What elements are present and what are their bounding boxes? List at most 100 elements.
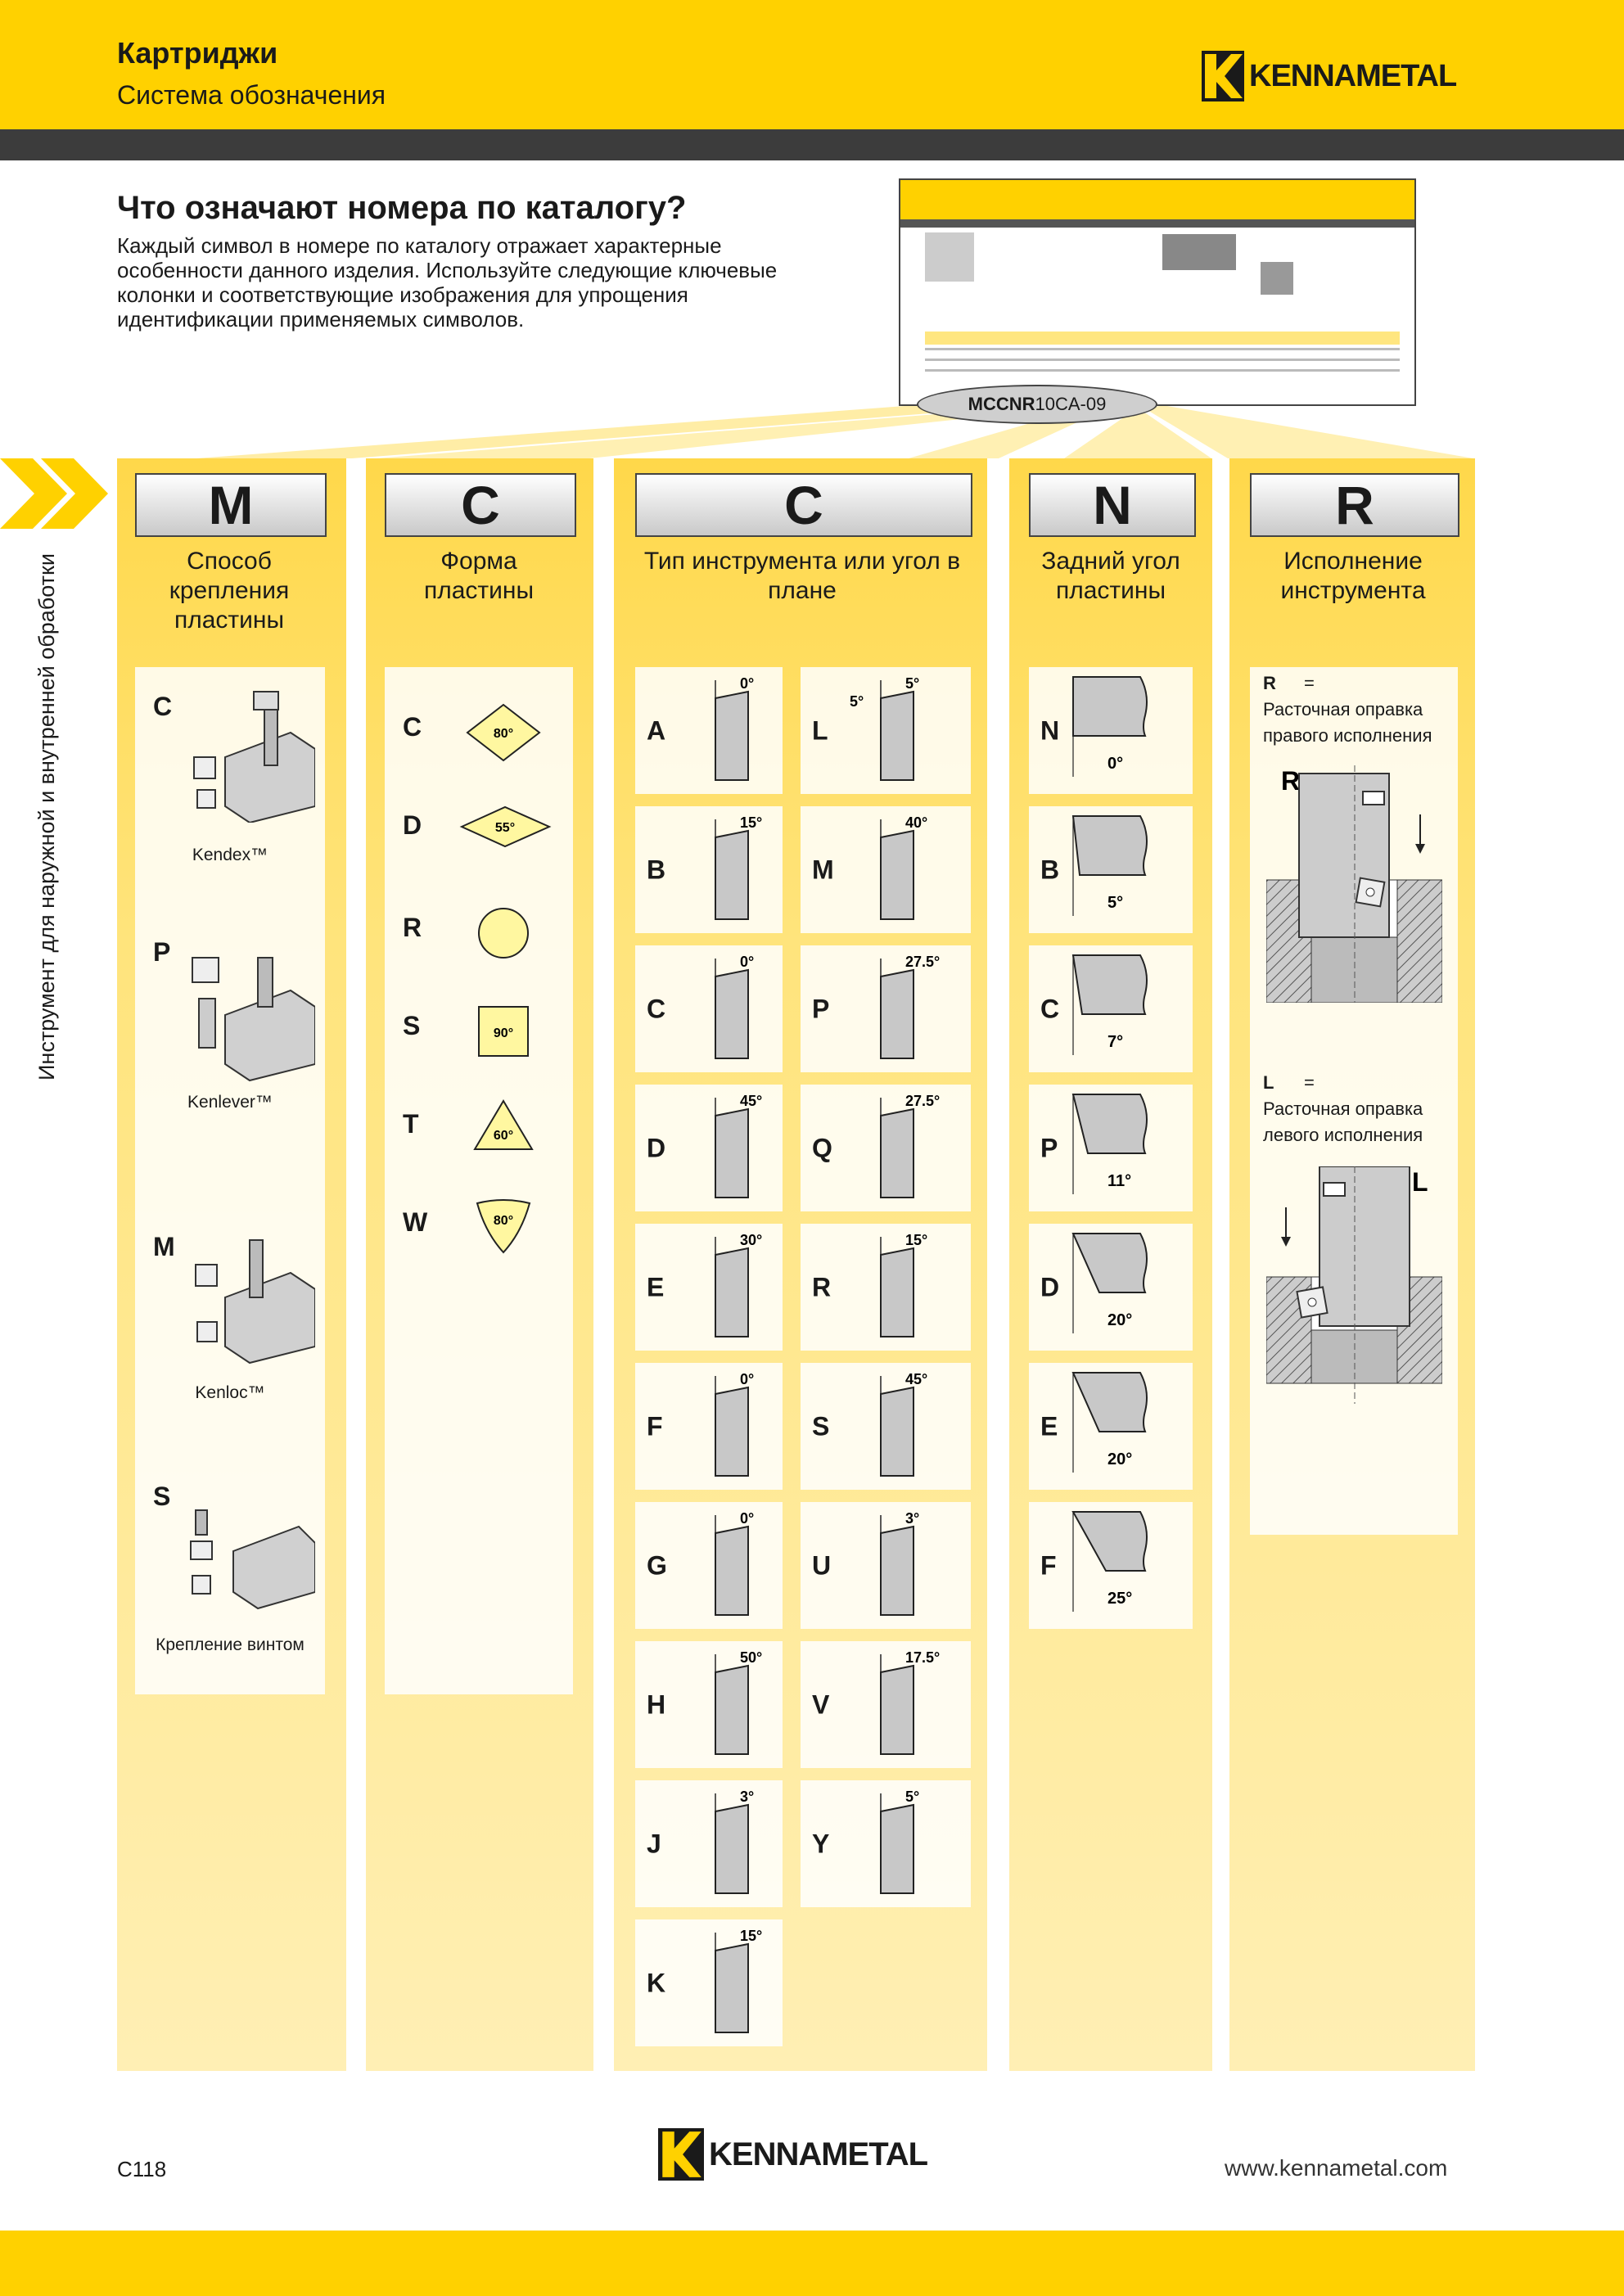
item-code: C (1040, 994, 1060, 1023)
column-letter: C (385, 473, 576, 537)
item-code: W (403, 1207, 428, 1237)
item-code: D (647, 1133, 666, 1162)
svg-text:17.5°: 17.5° (905, 1649, 940, 1666)
clearance-profile-icon: 20° (1071, 1372, 1148, 1473)
clamping-card: C Kendex™ P Kenlever™ M Kenloc™ S Крепле… (135, 667, 325, 1694)
hand-desc: правого исполнения (1263, 725, 1432, 746)
tool-profile-icon: 3° (880, 1510, 919, 1616)
catalog-number-oval: MCCNR10CA-09 (917, 385, 1157, 424)
page-title: Картриджи (117, 36, 278, 70)
header-logo: KENNAMETAL (1202, 51, 1457, 101)
item-code: K (647, 1968, 666, 1997)
svg-text:0°: 0° (740, 1371, 754, 1387)
tool-profile-icon: 27.5° (880, 954, 940, 1059)
svg-text:80°: 80° (494, 727, 513, 741)
column-caption: Способ крепления пластины (169, 548, 290, 634)
svg-text:L: L (1412, 1167, 1428, 1197)
svg-text:15°: 15° (905, 1232, 927, 1248)
tool-profile-icon: 0° (715, 675, 754, 781)
hand-desc: Расточная оправка (1263, 699, 1423, 719)
svg-text:0°: 0° (1107, 755, 1123, 773)
svg-text:25°: 25° (1107, 1590, 1132, 1608)
svg-text:3°: 3° (740, 1789, 754, 1805)
column-caption: Тип инструмента или угол в плане (643, 548, 961, 604)
svg-text:7°: 7° (1107, 1033, 1123, 1051)
tool-type-cell-r: R 15° (801, 1224, 971, 1351)
svg-text:40°: 40° (905, 814, 927, 831)
svg-text:5°: 5° (905, 675, 919, 692)
catalog-page-thumbnail (899, 178, 1416, 406)
item-code: M (812, 855, 834, 884)
svg-text:80°: 80° (494, 1214, 513, 1228)
column-letter: R (1250, 473, 1459, 537)
item-code: N (1040, 715, 1060, 745)
tool-profile-icon: 45° (880, 1371, 927, 1477)
tool-type-cell-g: G 0° (635, 1502, 783, 1629)
item-code: H (647, 1689, 666, 1719)
intro-heading: Что означают номера по каталогу? (117, 190, 687, 226)
screw-clamp-icon (190, 1509, 315, 1610)
tool-profile-icon: 15° (880, 1232, 927, 1337)
tool-type-cell-h: H 50° (635, 1641, 783, 1768)
shape-w-trigon-icon: 80° (476, 1199, 531, 1254)
item-code: A (647, 715, 666, 745)
kennametal-k-icon (658, 2128, 704, 2181)
tool-profile-icon: 3° (715, 1789, 754, 1894)
side-chevron-icon (0, 458, 108, 529)
item-code: S (812, 1411, 830, 1441)
tool-profile-icon: 15° (715, 1928, 762, 2033)
svg-text:45°: 45° (740, 1093, 762, 1109)
thumbnail-rays (196, 403, 1473, 458)
hand-desc: левого исполнения (1263, 1125, 1423, 1145)
item-name: Kendex™ (192, 846, 268, 864)
hand-eq: = (1304, 673, 1315, 693)
clearance-cell-b: B 5° (1029, 806, 1193, 933)
tool-type-cell-j: J 3° (635, 1780, 783, 1907)
header-dark-band (0, 129, 1624, 160)
svg-text:90°: 90° (494, 1026, 513, 1040)
shape-r-round-icon (478, 908, 529, 959)
tool-type-cell-a: A 0° (635, 667, 783, 794)
tool-profile-icon: 40° (880, 814, 927, 920)
item-code: D (403, 810, 422, 840)
clearance-profile-icon: 0° (1072, 676, 1148, 777)
tool-profile-icon: 5° 5° (850, 675, 919, 781)
item-code: R (812, 1272, 832, 1301)
column-caption: Задний угол пластины (1041, 548, 1180, 604)
svg-text:20°: 20° (1107, 1311, 1132, 1329)
shape-c-rhombus-80-icon: 80° (466, 703, 541, 762)
clearance-profile-icon: 5° (1071, 815, 1148, 916)
item-code: S (153, 1482, 171, 1511)
left-hand-boring-bar-icon: L (1266, 1166, 1442, 1404)
tool-profile-icon: 50° (715, 1649, 762, 1755)
website-link[interactable]: www.kennametal.com (1225, 2155, 1448, 2181)
svg-text:11°: 11° (1107, 1172, 1131, 1190)
clearance-cell-c: C 7° (1029, 945, 1193, 1072)
item-code: P (153, 937, 171, 967)
item-code: G (647, 1550, 667, 1580)
right-hand-boring-bar-icon: R (1266, 765, 1442, 1003)
column-letter: N (1029, 473, 1196, 537)
item-code: M (153, 1232, 175, 1261)
item-name: Kenlever™ (187, 1093, 273, 1112)
item-code: J (647, 1829, 661, 1858)
item-code: L (812, 715, 828, 745)
svg-text:5°: 5° (850, 693, 864, 710)
item-code: B (647, 855, 666, 884)
svg-text:5°: 5° (1107, 894, 1123, 912)
tool-profile-icon: 0° (715, 1510, 754, 1616)
column-letter: M (135, 473, 327, 537)
item-code: B (1040, 855, 1060, 884)
page-subtitle: Система обозначения (117, 80, 386, 110)
item-code: C (153, 692, 173, 721)
shape-t-triangle-icon: 60° (473, 1099, 534, 1150)
header-bar (0, 0, 1624, 129)
svg-text:20°: 20° (1107, 1450, 1132, 1468)
tool-profile-icon: 30° (715, 1232, 762, 1337)
